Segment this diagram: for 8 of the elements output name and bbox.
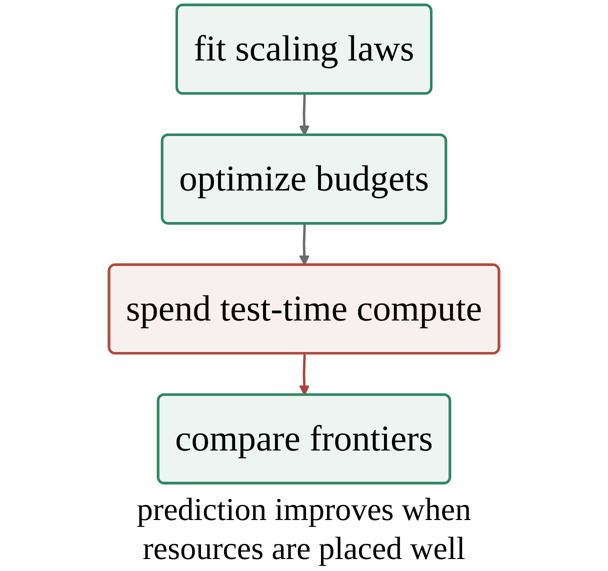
caption-text: prediction improves when resources are placed well — [136, 490, 472, 568]
arrow — [299, 354, 310, 396]
process-box: optimize budgets — [160, 134, 448, 225]
arrow — [299, 224, 310, 266]
process-box: compare frontiers — [156, 393, 452, 484]
process-box: fit scaling laws — [176, 4, 432, 95]
arrow — [299, 94, 310, 136]
process-box: spend test-time compute — [108, 263, 500, 354]
